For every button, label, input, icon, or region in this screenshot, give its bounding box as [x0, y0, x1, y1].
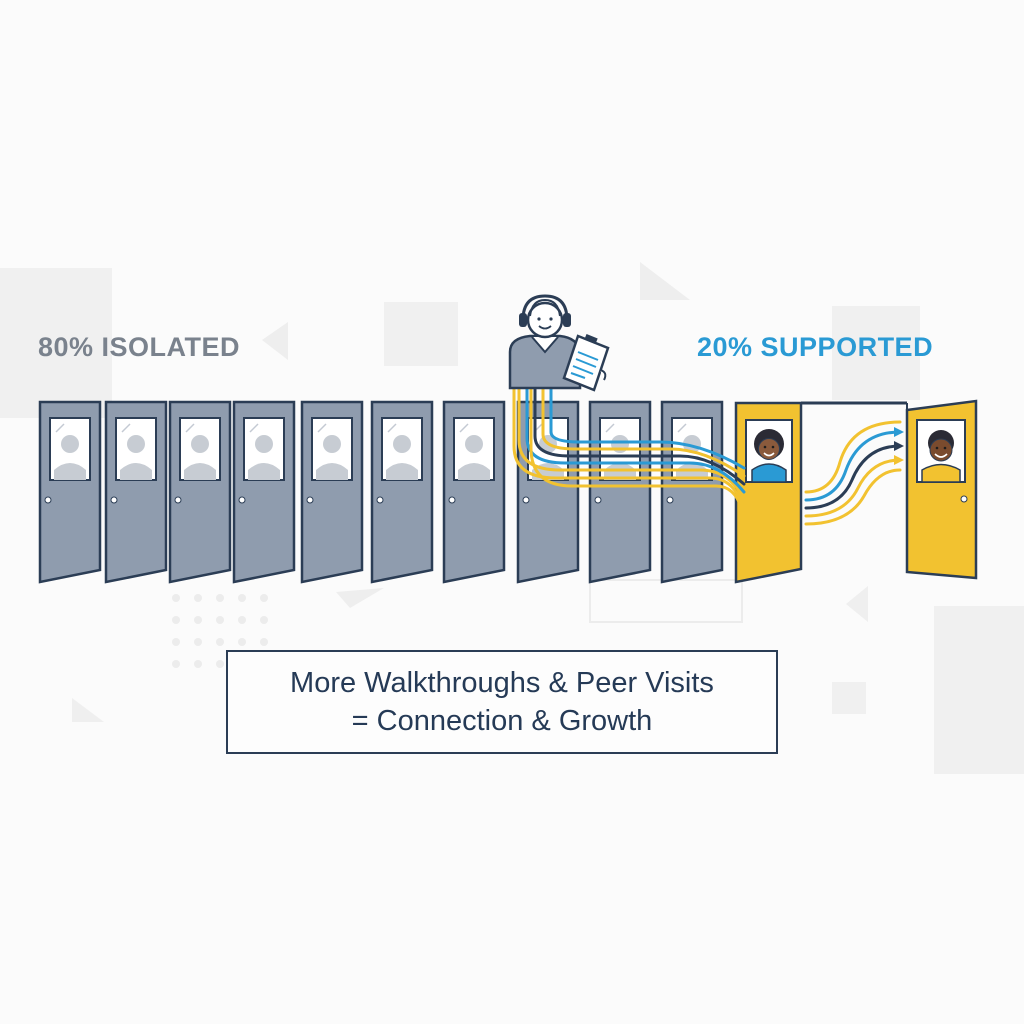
background-dot	[238, 616, 246, 624]
person-silhouette-icon	[316, 435, 348, 480]
background-dot	[216, 638, 224, 646]
teacher-portrait-icon	[921, 430, 961, 483]
background-dot	[194, 638, 202, 646]
background-triangle	[846, 586, 868, 622]
background-dot	[194, 616, 202, 624]
arrowheads	[894, 427, 904, 465]
teacher-portrait-icon	[751, 429, 787, 483]
background-dot	[216, 594, 224, 602]
background-triangle	[640, 262, 690, 300]
closed-door	[232, 400, 296, 584]
background-dot	[260, 594, 268, 602]
support-path-blue	[549, 386, 746, 470]
closed-door	[300, 400, 364, 584]
background-dot	[194, 594, 202, 602]
background-square	[384, 302, 458, 366]
support-path-yellow	[517, 386, 746, 502]
door-knob	[594, 496, 602, 504]
support-path-yellow	[529, 386, 746, 520]
arrowhead-icon	[894, 441, 904, 451]
background-dot	[238, 638, 246, 646]
background-triangle	[262, 322, 288, 360]
background-dot	[216, 660, 224, 668]
person-silhouette-icon	[54, 435, 86, 480]
door-knob	[44, 496, 52, 504]
closed-door	[104, 400, 168, 584]
closed-door	[370, 400, 434, 584]
background-square	[832, 306, 920, 400]
background-square	[934, 606, 1024, 774]
door-knob	[110, 496, 118, 504]
peer-path-yellow	[804, 458, 902, 518]
background-triangle	[72, 698, 104, 722]
background-dot	[260, 638, 268, 646]
closed-door	[660, 400, 724, 584]
peer-path-yellow	[804, 468, 902, 526]
person-silhouette-icon	[184, 435, 216, 480]
peer-path-yellow	[804, 420, 902, 494]
clipboard-icon	[562, 333, 610, 392]
person-silhouette-icon	[248, 435, 280, 480]
closed-door	[38, 400, 102, 584]
background-outline-box	[589, 579, 743, 623]
background-square	[832, 682, 866, 714]
background-dot	[194, 660, 202, 668]
door-knob	[376, 496, 384, 504]
door-knob	[174, 496, 182, 504]
person-silhouette-icon	[120, 435, 152, 480]
background-dot	[260, 616, 268, 624]
open-door-left	[734, 401, 803, 584]
person-silhouette-icon	[386, 435, 418, 480]
background-dot	[172, 660, 180, 668]
isolated-percentage-label: 80% ISOLATED	[38, 332, 241, 362]
background-dot	[172, 594, 180, 602]
support-path-yellow	[541, 386, 746, 478]
door-knob	[238, 496, 246, 504]
caption-box: More Walkthroughs & Peer Visits = Connec…	[226, 650, 778, 754]
background-dot	[238, 594, 246, 602]
caption-line-2: = Connection & Growth	[351, 705, 653, 737]
door-knob	[522, 496, 530, 504]
caption-line-1: More Walkthroughs & Peer Visits	[290, 667, 714, 699]
background-dot	[216, 616, 224, 624]
arrowhead-icon	[894, 455, 904, 465]
background-square	[0, 268, 112, 418]
arrowhead-icon	[894, 427, 904, 437]
door-knob	[448, 496, 456, 504]
support-path-blue	[525, 386, 746, 494]
closed-door	[442, 400, 506, 584]
support-path-navy	[533, 386, 746, 486]
open-door-right	[905, 399, 978, 580]
background-dot	[172, 638, 180, 646]
closed-door	[168, 400, 232, 584]
coach-support-paths	[512, 386, 902, 526]
peer-path-navy	[804, 444, 902, 510]
supported-percentage-label: 20% SUPPORTED	[697, 332, 934, 362]
coach-with-headset-and-clipboard-icon	[508, 294, 610, 392]
peer-path-blue	[804, 430, 902, 502]
background-triangle	[336, 588, 384, 608]
person-silhouette-icon	[458, 435, 490, 480]
support-path-yellow	[512, 386, 746, 512]
door-knob	[666, 496, 674, 504]
background-dot	[172, 616, 180, 624]
door-knob	[306, 496, 314, 504]
closed-door	[588, 400, 652, 584]
